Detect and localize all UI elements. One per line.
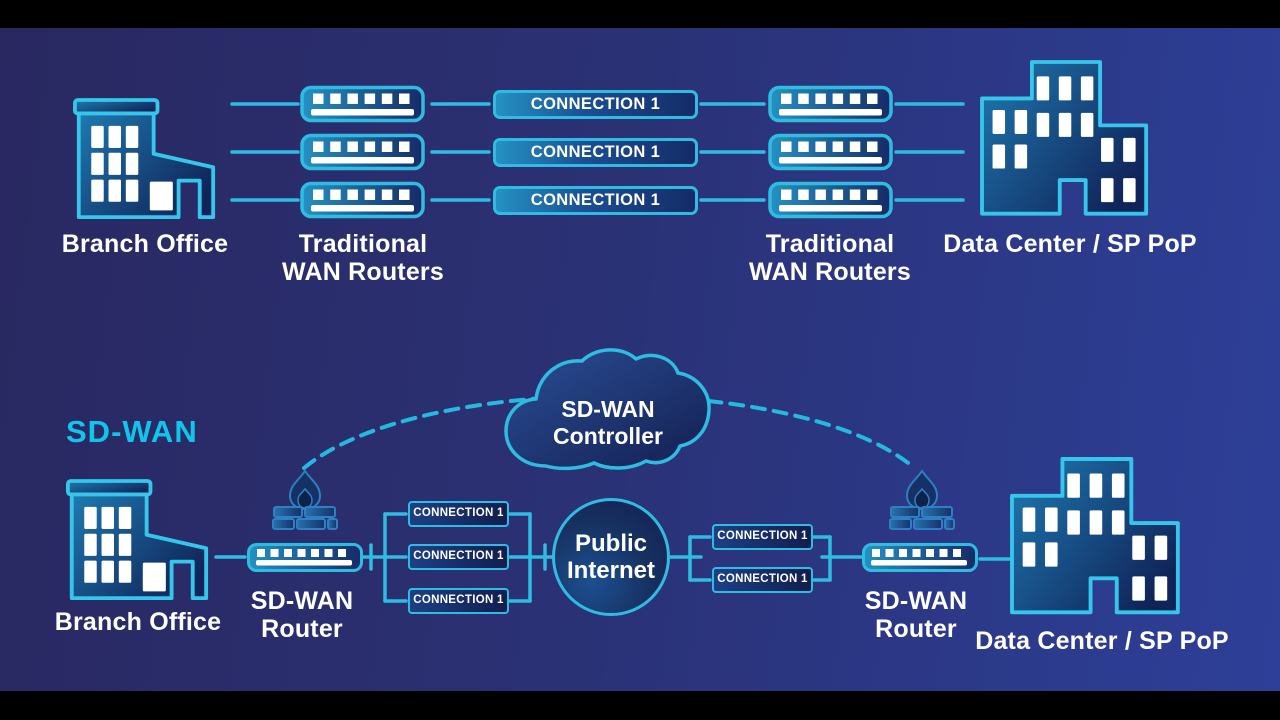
branch-office-building-top [72, 98, 216, 220]
connection-box-top-1: CONNECTION 1 [493, 90, 698, 119]
bottom-connector-lines [214, 512, 1014, 603]
connection-box-bottom-left-2: CONNECTION 1 [408, 544, 509, 570]
connection-box-bottom-right-1: CONNECTION 1 [712, 524, 813, 550]
data-center-building-top [980, 60, 1149, 216]
connection-box-bottom-right-2: CONNECTION 1 [712, 567, 813, 593]
branch-office-label-bottom: Branch Office [54, 608, 222, 636]
data-center-label-top: Data Center / SP PoP [943, 230, 1197, 258]
sdwan-router-left [247, 543, 363, 572]
connection-box-bottom-left-1: CONNECTION 1 [408, 501, 509, 527]
connection-box-top-2: CONNECTION 1 [493, 138, 698, 167]
firewall-icon-right [889, 470, 955, 530]
cloud-icon [504, 348, 711, 471]
branch-office-label-top: Branch Office [61, 230, 229, 258]
letterbox-bottom [0, 691, 1280, 720]
wan-router-right-1 [768, 85, 893, 123]
wan-router-right-3 [768, 181, 893, 219]
firewall-icon-left [272, 470, 338, 530]
connection-box-bottom-left-3: CONNECTION 1 [408, 588, 509, 614]
data-center-label-bottom: Data Center / SP PoP [975, 627, 1229, 655]
connection-box-top-3: CONNECTION 1 [493, 186, 698, 215]
top-connector-lines [230, 102, 965, 202]
letterbox-top [0, 0, 1280, 28]
wan-router-left-2 [300, 133, 425, 171]
wan-router-left-1 [300, 85, 425, 123]
sdwan-router-right [862, 543, 978, 572]
branch-office-building-bottom [65, 479, 209, 601]
wan-router-left-3 [300, 181, 425, 219]
wan-router-right-2 [768, 133, 893, 171]
sdwan-section-title: SD-WAN [66, 414, 198, 449]
data-center-building-bottom [1010, 457, 1180, 615]
